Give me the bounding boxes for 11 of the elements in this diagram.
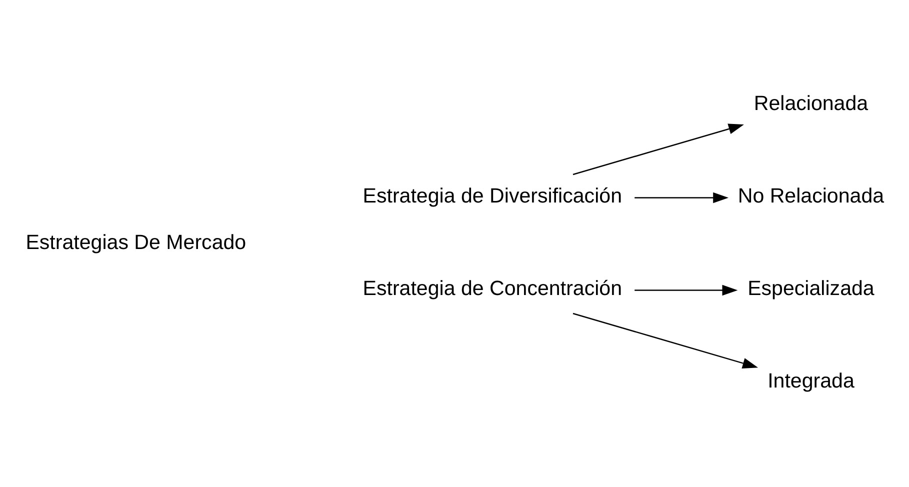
arrow — [634, 284, 738, 296]
node-text: Integrada — [768, 369, 854, 392]
arrow — [572, 312, 758, 368]
node-text: Especializada — [748, 276, 874, 300]
node-text: Relacionada — [754, 92, 868, 115]
node-text: Estrategias De Mercado — [26, 230, 246, 254]
arrow — [634, 192, 729, 203]
node-text: No Relacionada — [738, 184, 884, 208]
arrow — [572, 123, 744, 175]
node-text: Estrategia de Concentración — [362, 276, 622, 300]
node-text: Estrategia de Diversificación — [362, 184, 622, 208]
